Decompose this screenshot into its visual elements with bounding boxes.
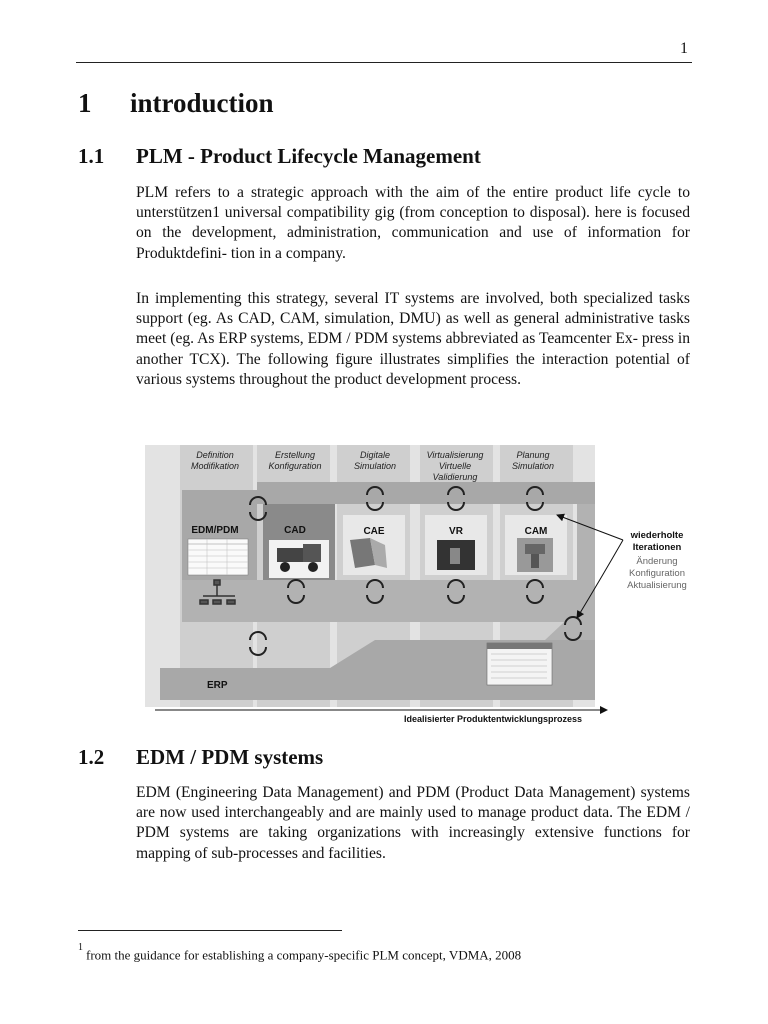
iteration-cycle-icon [526, 579, 544, 604]
iteration-cycle-icon [287, 579, 305, 604]
section-heading-1-1: 1.1 PLM - Product Lifecycle Management [78, 144, 481, 169]
iteration-cycle-icon [366, 486, 384, 511]
body-paragraph: PLM refers to a strategic approach with … [136, 184, 690, 262]
section-number: 1.2 [78, 745, 105, 769]
process-axis-label: Idealisierter Produktentwicklungsprozess [404, 714, 582, 724]
cae-part-icon [350, 538, 387, 568]
footnote-text: from the guidance for establishing a com… [86, 947, 522, 963]
section-number: 1.1 [78, 144, 105, 168]
iteration-cycle-icon [564, 616, 582, 641]
iteration-cycle-icon [249, 631, 267, 656]
truck-icon [269, 540, 329, 578]
structure-tree-icon [199, 579, 236, 605]
system-label-edm-pdm: EDM/PDM [191, 525, 238, 536]
system-label-cam: CAM [525, 526, 548, 537]
chapter-number: 1 [78, 88, 92, 118]
footnote-marker: 1 [78, 942, 83, 953]
body-paragraph: In implementing this strategy, several I… [136, 290, 690, 388]
iteration-cycle-icon [249, 496, 267, 521]
erp-label: ERP [207, 680, 228, 691]
iteration-cycle-icon [447, 486, 465, 511]
iteration-cycle-icon [366, 579, 384, 604]
process-band-top [257, 482, 595, 504]
body-paragraph: EDM (Engineering Data Management) and PD… [136, 784, 690, 862]
edm-table-thumbnail [187, 538, 249, 576]
cam-machine-icon [517, 538, 553, 572]
system-label-cad: CAD [284, 525, 306, 536]
section-title: EDM / PDM systems [136, 745, 324, 769]
chapter-title: introduction [130, 88, 274, 118]
section-title: PLM - Product Lifecycle Management [136, 144, 481, 168]
vr-scene-icon [437, 540, 475, 570]
erp-screen-thumbnail [486, 642, 553, 686]
system-label-cae: CAE [363, 526, 384, 537]
section-heading-1-2: 1.2 EDM / PDM systems [78, 745, 323, 770]
header-rule [76, 62, 692, 63]
return-band [545, 504, 595, 640]
iteration-cycle-icon [526, 486, 544, 511]
annotation-arrow [576, 539, 624, 619]
annotation-arrow [556, 513, 624, 541]
system-label-vr: VR [449, 526, 464, 537]
iteration-cycle-icon [447, 579, 465, 604]
footnote-rule [78, 930, 342, 931]
chapter-heading: 1 introduction [78, 88, 274, 119]
page-number: 1 [680, 40, 688, 57]
erp-band [160, 640, 595, 700]
